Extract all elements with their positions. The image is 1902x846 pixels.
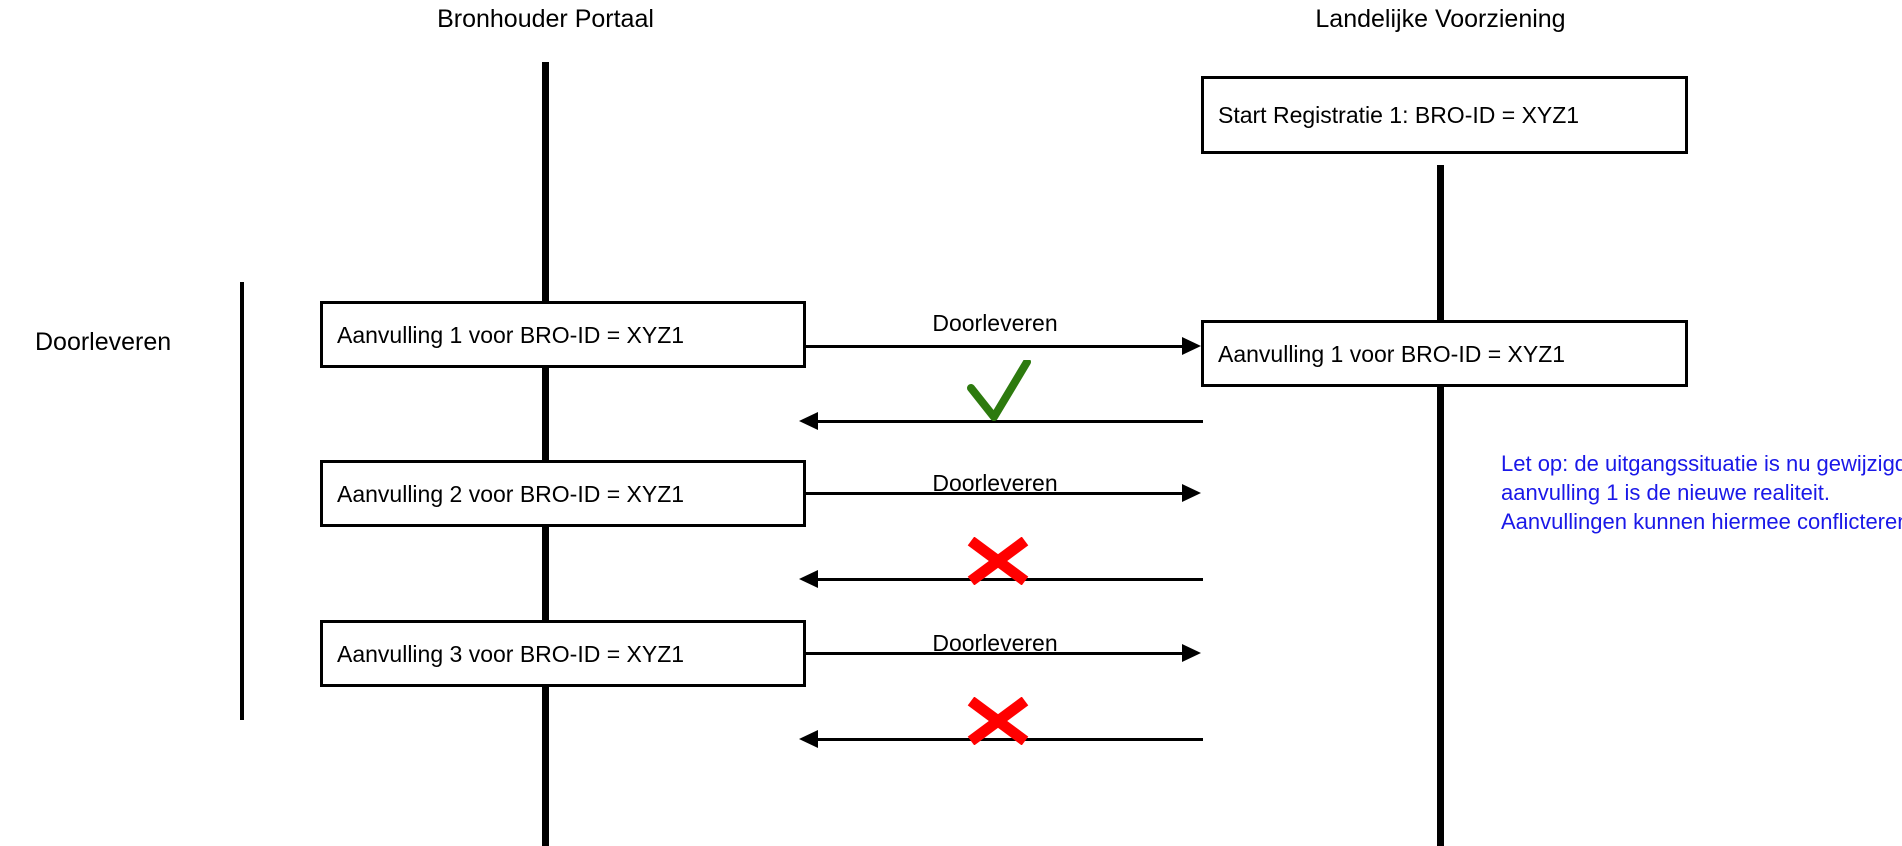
column-header-landelijke-voorziening: Landelijke Voorziening [1315,5,1566,33]
arrow-head-left-return-3 [799,730,818,748]
box-aanvulling-1-right[interactable]: Aanvulling 1 voor BRO-ID = XYZ1 [1201,320,1688,387]
cross-icon-result-3 [965,696,1031,746]
note-uitgangssituatie: Let op: de uitgangssituatie is nu gewijz… [1501,451,1902,534]
arrow-label-doorleveren-3: Doorleveren [932,630,1058,656]
box-aanvulling-1-left-label: Aanvulling 1 voor BRO-ID = XYZ1 [337,321,685,348]
box-start-registratie[interactable]: Start Registratie 1: BRO-ID = XYZ1 [1201,76,1688,154]
arrow-line-doorleveren-3 [806,652,1182,655]
arrow-label-doorleveren-1: Doorleveren [932,310,1058,336]
scope-label-doorleveren: Doorleveren [35,328,172,356]
scope-bracket-doorleveren [240,282,244,720]
arrow-line-doorleveren-2 [806,492,1182,495]
box-aanvulling-1-right-label: Aanvulling 1 voor BRO-ID = XYZ1 [1218,340,1566,367]
arrow-line-return-1 [818,420,1203,423]
column-header-bronhouder-portaal: Bronhouder Portaal [437,5,654,33]
box-aanvulling-2-left-label: Aanvulling 2 voor BRO-ID = XYZ1 [337,480,685,507]
arrow-label-doorleveren-2: Doorleveren [932,470,1058,496]
box-aanvulling-2-left[interactable]: Aanvulling 2 voor BRO-ID = XYZ1 [320,460,806,527]
box-aanvulling-3-left-label: Aanvulling 3 voor BRO-ID = XYZ1 [337,640,685,667]
cross-icon-result-2 [965,536,1031,586]
check-icon-result-1 [965,358,1035,422]
arrow-head-left-return-2 [799,570,818,588]
arrow-line-doorleveren-1 [806,345,1182,348]
arrow-head-left-return-1 [799,412,818,430]
box-aanvulling-3-left[interactable]: Aanvulling 3 voor BRO-ID = XYZ1 [320,620,806,687]
arrow-line-return-2 [818,578,1203,581]
lifeline-bronhouder-portaal [542,62,549,846]
lifeline-landelijke-voorziening [1437,165,1444,846]
box-start-registratie-label: Start Registratie 1: BRO-ID = XYZ1 [1218,102,1580,128]
arrow-head-right-doorleveren-2 [1182,484,1201,502]
arrow-head-right-doorleveren-1 [1182,337,1201,355]
box-aanvulling-1-left[interactable]: Aanvulling 1 voor BRO-ID = XYZ1 [320,301,806,368]
arrow-line-return-3 [818,738,1203,741]
arrow-head-right-doorleveren-3 [1182,644,1201,662]
